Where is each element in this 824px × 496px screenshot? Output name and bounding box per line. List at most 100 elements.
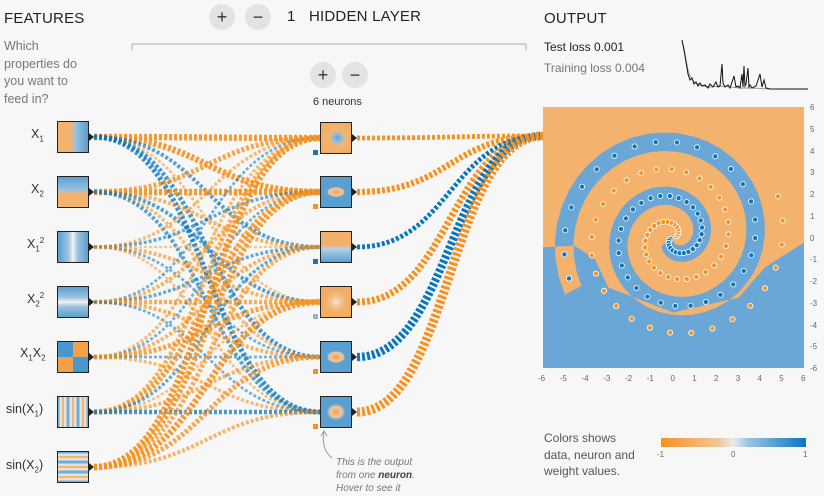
- neuron-3[interactable]: [320, 231, 352, 263]
- data-point: [592, 216, 599, 223]
- y-tick-label: -6: [810, 364, 818, 373]
- data-point: [672, 302, 679, 309]
- neuron-4[interactable]: [320, 286, 352, 318]
- loss-curve-chart: [681, 39, 808, 90]
- feature-x2-thumbnail[interactable]: [57, 176, 89, 208]
- remove-neuron-button[interactable]: −: [342, 62, 368, 88]
- data-point: [593, 166, 600, 173]
- neuron-6[interactable]: [320, 396, 352, 428]
- y-tick-label: 3: [810, 168, 815, 178]
- x-tick-label: -1: [646, 374, 654, 383]
- neuron-5-bias[interactable]: [313, 369, 318, 374]
- data-point: [601, 287, 608, 294]
- neuron-1-bias[interactable]: [313, 150, 318, 155]
- link-feature-5-neuron-1[interactable]: [93, 136, 321, 359]
- data-point: [730, 281, 737, 288]
- data-point: [740, 267, 747, 274]
- data-point: [683, 275, 690, 282]
- link-feature-7-neuron-2[interactable]: [93, 189, 321, 470]
- neuron-4-bias[interactable]: [313, 314, 318, 319]
- x-tick-label: 4: [757, 374, 762, 383]
- neuron-5[interactable]: [320, 341, 352, 373]
- data-point: [748, 252, 755, 259]
- feature-x1x2-thumbnail[interactable]: [57, 341, 89, 373]
- data-point: [675, 195, 682, 202]
- feature-2-output-tick: [89, 188, 94, 196]
- link-feature-7-neuron-6[interactable]: [93, 410, 321, 469]
- x-tick-label: 1: [692, 374, 697, 383]
- y-tick-label: 2: [810, 190, 815, 199]
- feature-sin-x2-thumbnail[interactable]: [57, 451, 89, 483]
- y-tick-label: 5: [810, 124, 815, 134]
- neuron-2-bias[interactable]: [313, 204, 318, 209]
- legend-tick-zero: 0: [731, 450, 736, 459]
- test-loss: Test loss 0.001: [544, 40, 625, 54]
- feature-x1-squared-thumbnail[interactable]: [57, 231, 89, 263]
- neuron-2[interactable]: [320, 176, 352, 208]
- data-point: [644, 293, 651, 300]
- link-neuron-5-output[interactable]: [356, 131, 544, 362]
- link-neuron-1-output[interactable]: [356, 133, 544, 141]
- link-neuron-2-output[interactable]: [356, 132, 544, 196]
- data-point: [693, 242, 700, 249]
- feature-label-x1: X1: [31, 127, 44, 144]
- link-neuron-3-output[interactable]: [356, 133, 544, 250]
- feature-label-sin-x2: sin(X2): [6, 458, 44, 475]
- remove-layer-button[interactable]: −: [245, 4, 271, 30]
- link-feature-2-neuron-1[interactable]: [93, 135, 321, 195]
- link-neuron-6-output[interactable]: [356, 131, 544, 417]
- link-feature-4-neuron-1[interactable]: [93, 136, 321, 304]
- y-tick-label: 1: [810, 211, 815, 221]
- neuron-6-bias[interactable]: [313, 424, 318, 429]
- data-point: [739, 181, 746, 188]
- add-neuron-button[interactable]: +: [310, 62, 336, 88]
- data-point: [647, 195, 654, 202]
- layer-bracket: [131, 43, 527, 50]
- data-point: [717, 253, 724, 260]
- color-legend-text: Colors shows data, neuron and weight val…: [544, 431, 635, 478]
- link-feature-1-neuron-6[interactable]: [93, 134, 321, 415]
- feature-4-output-tick: [89, 298, 94, 306]
- data-point: [725, 231, 732, 238]
- data-point: [600, 201, 607, 208]
- data-point: [702, 298, 709, 305]
- data-point: [711, 262, 718, 269]
- output-decision-boundary[interactable]: [543, 107, 804, 368]
- x-tick-label: -6: [538, 374, 546, 383]
- x-tick-label: 0: [670, 374, 675, 383]
- data-point: [752, 216, 759, 223]
- data-point: [561, 251, 568, 258]
- link-feature-7-neuron-4[interactable]: [93, 298, 321, 471]
- data-point: [689, 204, 696, 211]
- data-point: [674, 275, 681, 282]
- neuron-annotation: This is the output from one neuron. Hove…: [336, 457, 415, 494]
- data-point: [653, 166, 660, 173]
- data-point: [688, 329, 695, 336]
- data-point: [579, 183, 586, 190]
- data-point: [643, 251, 650, 258]
- data-point: [623, 215, 630, 222]
- feature-x2-squared-thumbnail[interactable]: [57, 286, 89, 318]
- data-point: [638, 199, 645, 206]
- data-point: [651, 264, 658, 271]
- data-point: [657, 299, 664, 306]
- feature-x1-thumbnail[interactable]: [57, 121, 89, 153]
- neuron-3-output-tick: [352, 243, 357, 251]
- data-point: [747, 302, 754, 309]
- link-feature-6-neuron-1[interactable]: [93, 135, 321, 415]
- link-neuron-4-output[interactable]: [356, 132, 544, 306]
- feature-sin-x1-thumbnail[interactable]: [57, 396, 89, 428]
- add-layer-button[interactable]: +: [209, 4, 235, 30]
- data-point: [644, 231, 651, 238]
- neuron-3-bias[interactable]: [313, 259, 318, 264]
- neuron-6-output-tick: [352, 408, 357, 416]
- y-tick-label: -5: [810, 342, 818, 352]
- data-point: [689, 246, 696, 253]
- data-point: [673, 139, 680, 146]
- neuron-1[interactable]: [320, 122, 352, 154]
- data-point: [652, 139, 659, 146]
- data-point: [657, 269, 664, 276]
- data-point: [613, 303, 620, 310]
- data-point: [568, 204, 575, 211]
- data-point: [642, 237, 649, 244]
